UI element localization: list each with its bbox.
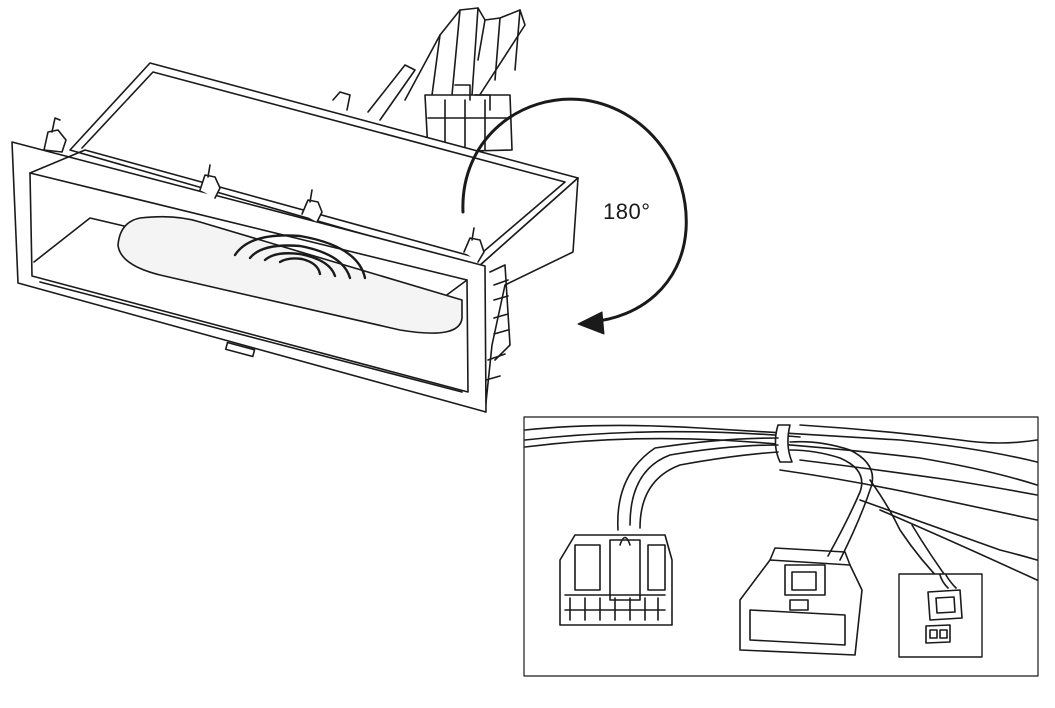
rear-bracket [332,7,526,153]
retaining-clips [43,117,485,263]
rotation-label: 180° [603,199,651,224]
middle-connector-icon [739,547,863,656]
charging-tray [11,62,579,413]
small-connector-icon [927,589,963,621]
wiring-harness-inset [523,416,1039,677]
coil-icon [233,234,367,280]
label-slot [224,341,256,358]
rotation-arrow [461,97,688,335]
left-connector-icon [559,534,673,626]
charging-pad [117,215,463,334]
arrowhead-icon [577,311,605,335]
connector-detail-box [898,573,983,658]
tray-right-side [477,177,579,413]
